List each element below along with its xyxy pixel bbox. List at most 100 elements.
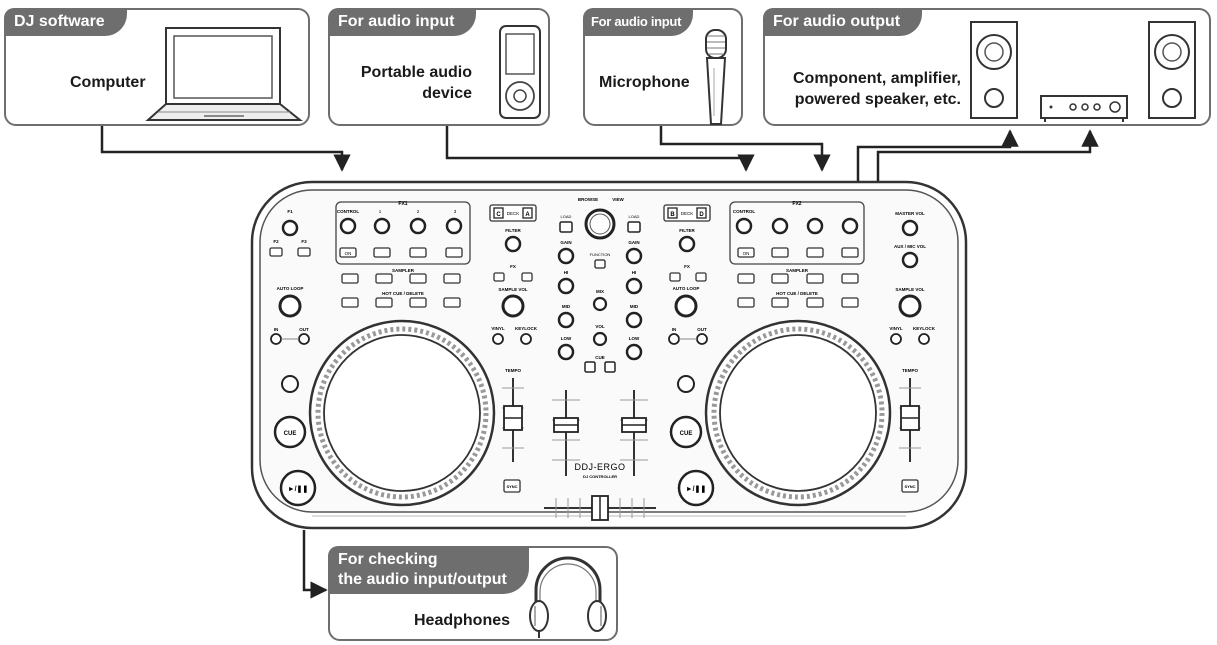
filter-right-knob <box>678 235 696 253</box>
mid-right-label: MID <box>630 304 639 309</box>
microphone-box: For audio input Microphone <box>583 8 743 126</box>
hi-right-label: HI <box>632 270 637 275</box>
keylock-right-label: KEYLOCK <box>913 326 936 331</box>
pad-buttons <box>341 273 859 308</box>
sample-vol-left-knob <box>501 294 525 318</box>
fx1-buttons <box>339 247 463 258</box>
dj-software-box: DJ software Computer <box>4 8 310 126</box>
low-right-label: LOW <box>629 336 640 341</box>
sample-vol-right-knob <box>898 294 922 318</box>
function-label: FUNCTION <box>590 252 611 257</box>
portable-audio-tab: For audio input <box>328 8 477 36</box>
keylock-left-label: KEYLOCK <box>515 326 538 331</box>
fx2-buttons <box>737 247 859 258</box>
headphones-box: For checking the audio input/output Head… <box>328 546 618 641</box>
out-right-label: OUT <box>697 327 707 332</box>
cable-microphone <box>659 126 831 172</box>
gain-right-label: GAIN <box>628 240 639 245</box>
audio-output-label-2: powered speaker, etc. <box>794 91 961 108</box>
fx1-knobs <box>339 217 463 235</box>
filter-left-knob <box>504 235 522 253</box>
headphones-tab-line-1: For checking <box>338 551 438 568</box>
play-left-icon: ►/❚❚ <box>288 485 309 493</box>
jog-wheel-right <box>704 319 892 507</box>
deck-b-label: B <box>670 212 675 218</box>
deck-left-label: DECK <box>507 211 520 216</box>
cable-output-left <box>856 129 1019 185</box>
fx2-control-label: CONTROL <box>733 209 755 214</box>
out-left-label: OUT <box>299 327 309 332</box>
fx-left-label: FX <box>510 264 516 269</box>
auto-loop-left-knob <box>278 294 302 318</box>
master-vol-knob <box>901 219 919 237</box>
hot-cue-left-label: HOT CUE / DELETE <box>382 291 424 296</box>
vinyl-right-label: VINYL <box>889 326 903 331</box>
sync-right-label: SYNC <box>904 484 915 489</box>
browse-label: BROWSE <box>578 197 598 202</box>
amplifier-icon <box>1040 95 1128 122</box>
f1-knob <box>281 219 299 237</box>
headphones-tab: For checking the audio input/output <box>328 546 529 594</box>
headphones-icon <box>529 556 607 638</box>
load-right-label: LOAD <box>629 214 640 219</box>
speaker-right-icon <box>1148 21 1196 119</box>
cue-left-label: CUE <box>284 431 297 437</box>
laptop-icon <box>145 27 303 121</box>
fx1-on-label: ON <box>345 251 352 256</box>
deck-a-label: A <box>525 212 530 218</box>
hot-cue-right-label: HOT CUE / DELETE <box>776 291 818 296</box>
deck-right-label: DECK <box>681 211 694 216</box>
auto-loop-right-knob <box>674 294 698 318</box>
auto-loop-right-label: AUTO LOOP <box>673 286 700 291</box>
vol-label: VOL <box>595 324 605 329</box>
headphones-label: Headphones <box>414 612 511 629</box>
aux-mic-vol-knob <box>901 251 919 269</box>
load-left-label: LOAD <box>561 214 572 219</box>
cable-portable <box>445 126 755 172</box>
cue-mixer-label: CUE <box>595 355 605 360</box>
fx1-knob-3-label: 3 <box>454 209 457 214</box>
filter-left-label: FILTER <box>505 228 521 233</box>
fx2-on-label: ON <box>743 251 750 256</box>
fx1-knob-2-label: 2 <box>417 209 420 214</box>
headphones-tab-line-2: the audio input/output <box>338 571 507 588</box>
view-label: VIEW <box>612 197 624 202</box>
model-label: DDJ-ERGO <box>575 462 626 472</box>
microphone-label: Microphone <box>599 74 690 91</box>
fx-right-label: FX <box>684 264 690 269</box>
tempo-right-label: TEMPO <box>902 368 919 373</box>
speaker-left-icon <box>970 21 1018 119</box>
play-right-icon: ►/❚❚ <box>686 485 707 493</box>
portable-player-icon <box>499 25 541 119</box>
in-left-label: IN <box>274 327 279 332</box>
dj-controller: FX1 CONTROL 1 2 3 ON FX2 CONTROL ON SAMP… <box>250 180 968 530</box>
hi-left-label: HI <box>564 270 569 275</box>
sample-vol-right-label: SAMPLE VOL <box>895 287 925 292</box>
microphone-tab: For audio input <box>583 8 694 36</box>
speaker-amplifier-icon <box>970 21 1196 122</box>
fx1-control-label: CONTROL <box>337 209 359 214</box>
in-right-label: IN <box>672 327 677 332</box>
dj-software-tab: DJ software <box>4 8 127 36</box>
f2-label: F2 <box>273 239 279 244</box>
gain-left-label: GAIN <box>560 240 571 245</box>
vinyl-left-label: VINYL <box>491 326 505 331</box>
aux-mic-vol-label: AUX / MIC VOL <box>894 244 926 249</box>
fx1-label: FX1 <box>398 201 407 207</box>
portable-audio-label-2: device <box>422 85 472 102</box>
mix-label: MIX <box>596 289 604 294</box>
computer-label: Computer <box>70 74 146 91</box>
audio-output-tab: For audio output <box>763 8 923 36</box>
cable-headphones <box>302 530 328 599</box>
mid-left-label: MID <box>562 304 571 309</box>
fx1-knob-1-label: 1 <box>379 209 382 214</box>
sampler-right-label: SAMPLER <box>786 268 809 273</box>
sample-vol-left-label: SAMPLE VOL <box>498 287 528 292</box>
fx2-label: FX2 <box>792 201 801 207</box>
fx2-knobs <box>735 217 859 235</box>
f3-label: F3 <box>301 239 307 244</box>
filter-right-label: FILTER <box>679 228 695 233</box>
audio-output-label-1: Component, amplifier, <box>792 70 961 87</box>
cable-output-right <box>876 129 1099 185</box>
